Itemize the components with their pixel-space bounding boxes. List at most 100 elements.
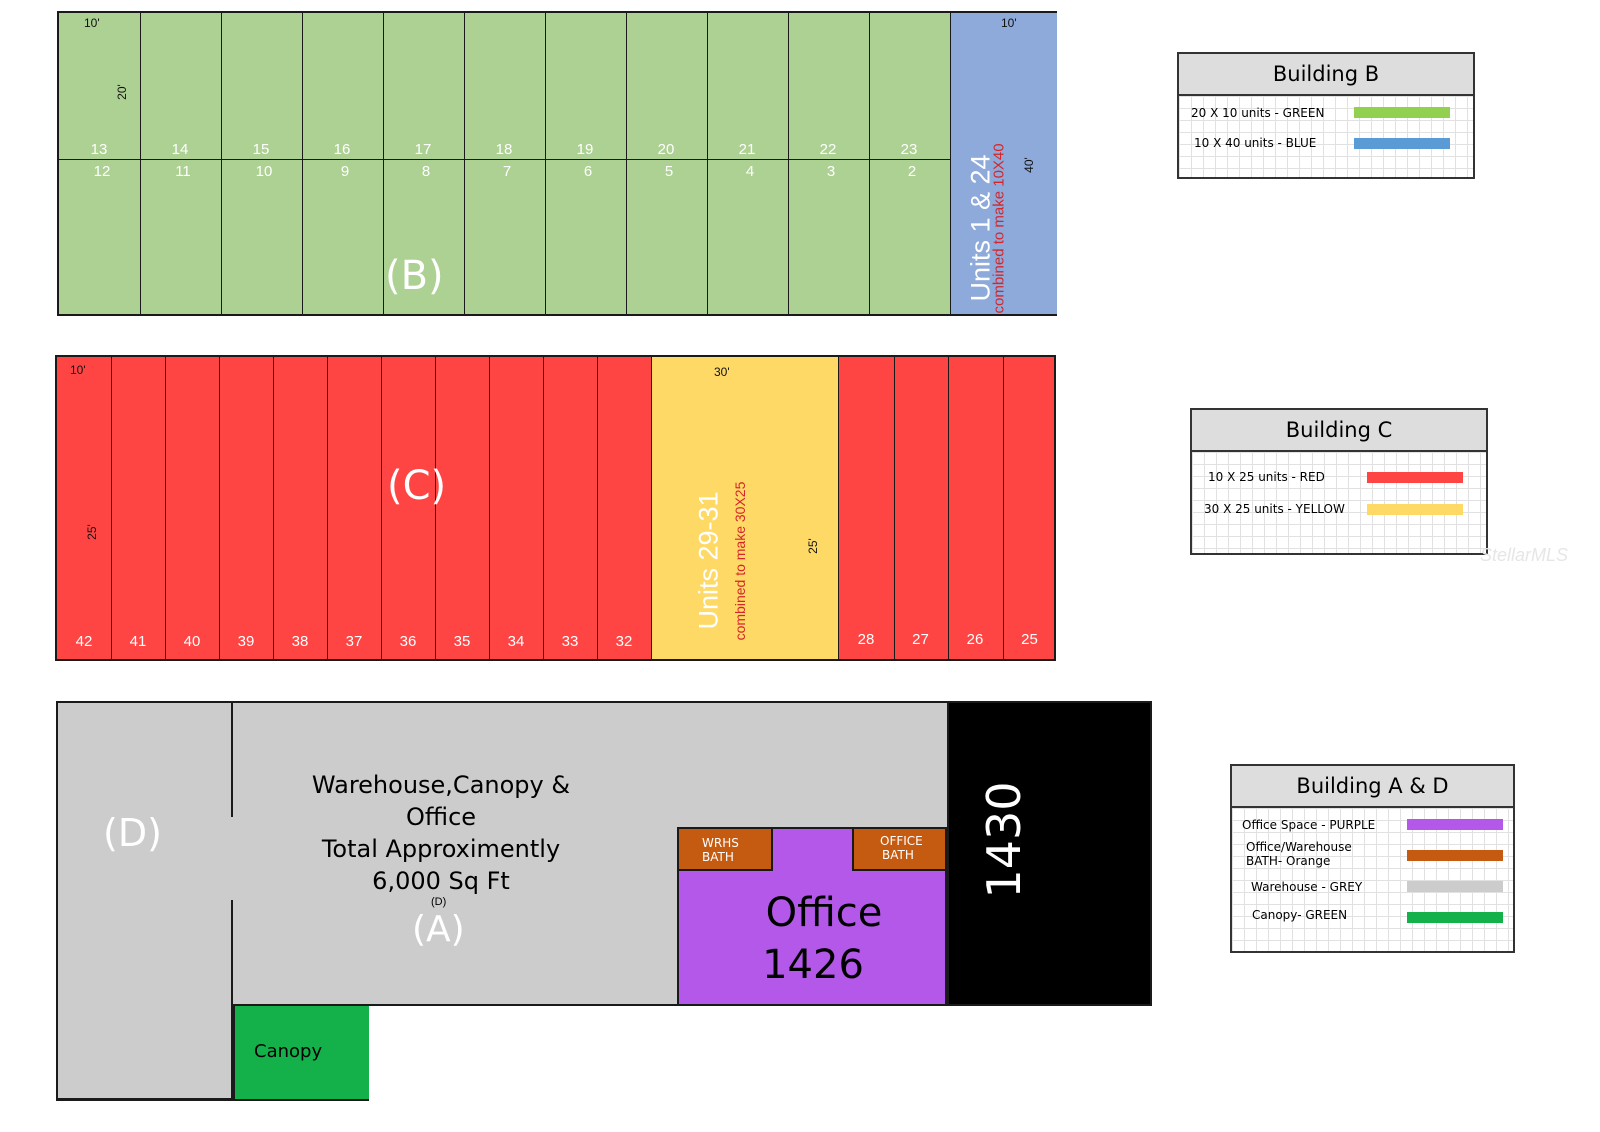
unit-number: 38 bbox=[291, 633, 309, 650]
legend-c-item-label: 10 X 25 units - RED bbox=[1208, 470, 1325, 484]
unit-1-24-blue: 10' 40' Units 1 & 24 combined to make 10… bbox=[950, 13, 1057, 314]
legend-b-title: Building B bbox=[1179, 54, 1473, 96]
unit-divider bbox=[464, 13, 465, 314]
legend-ad-grid bbox=[1232, 808, 1513, 951]
unit-divider bbox=[545, 13, 546, 314]
unit-divider bbox=[543, 357, 544, 659]
unit-number: 3 bbox=[826, 163, 836, 180]
unit-number: 12 bbox=[93, 163, 111, 180]
warehouse-line2: Office bbox=[405, 803, 477, 831]
watermark: StellarMLS bbox=[1480, 545, 1569, 565]
legend-c-swatch-red bbox=[1367, 472, 1463, 483]
unit-divider bbox=[597, 357, 598, 659]
unit-number: 19 bbox=[576, 141, 594, 158]
unit-divider bbox=[273, 357, 274, 659]
unit-number: 40 bbox=[183, 633, 201, 650]
wing-d bbox=[56, 701, 233, 1101]
c-width-dimension: 10' bbox=[70, 363, 86, 377]
unit-divider bbox=[707, 13, 708, 314]
unit-number: 6 bbox=[583, 163, 593, 180]
office-number: 1426 bbox=[762, 942, 864, 988]
unit-number: 8 bbox=[421, 163, 431, 180]
canopy: Canopy bbox=[233, 1006, 369, 1101]
unit-number: 35 bbox=[453, 633, 471, 650]
unit-number: 36 bbox=[399, 633, 417, 650]
unit-number: 33 bbox=[561, 633, 579, 650]
unit-divider bbox=[788, 13, 789, 314]
blue-depth-dimension: 40' bbox=[1021, 157, 1036, 173]
legend-b-swatch-green bbox=[1354, 107, 1450, 118]
unit-divider bbox=[489, 357, 490, 659]
unit-number: 5 bbox=[664, 163, 674, 180]
unit-number: 23 bbox=[900, 141, 918, 158]
blue-width-dimension: 10' bbox=[1001, 16, 1017, 30]
unit-number: 32 bbox=[615, 633, 633, 650]
yellow-unit-note: combined to make 30X25 bbox=[732, 481, 748, 641]
unit-number: 2 bbox=[907, 163, 917, 180]
building-b-label: (B) bbox=[385, 253, 444, 299]
unit-divider bbox=[948, 357, 949, 659]
unit-number: 11 bbox=[175, 163, 191, 180]
b-width-dimension: 10' bbox=[84, 16, 100, 30]
unit-divider bbox=[435, 357, 436, 659]
unit-number: 22 bbox=[819, 141, 837, 158]
unit-number: 21 bbox=[738, 141, 756, 158]
wrhs-bath-line2: BATH bbox=[702, 850, 734, 864]
legend-b-swatch-blue bbox=[1354, 138, 1450, 149]
unit-number: 41 bbox=[129, 633, 147, 650]
building-a-d: 1430 Office 1426 WRHS BATH OFFICE BATH C… bbox=[56, 701, 1152, 1101]
legend-ad-swatch-purple bbox=[1407, 819, 1503, 830]
unit-number: 25 bbox=[1021, 631, 1038, 648]
legend-c-grid bbox=[1192, 452, 1486, 553]
unit-divider bbox=[383, 13, 384, 314]
unit-number: 16 bbox=[333, 141, 351, 158]
unit-divider bbox=[381, 357, 382, 659]
yellow-unit-title: Units 29-31 bbox=[693, 491, 724, 630]
unit-divider bbox=[219, 357, 220, 659]
unit-number: 18 bbox=[495, 141, 513, 158]
unit-number: 20 bbox=[657, 141, 675, 158]
legend-ad-swatch-grey bbox=[1407, 881, 1503, 892]
c-depth-dimension: 25' bbox=[84, 524, 99, 540]
unit-number: 15 bbox=[252, 141, 270, 158]
unit-number: 27 bbox=[912, 631, 929, 648]
units-29-31-yellow: 30' 25' Units 29-31 combined to make 30X… bbox=[651, 357, 839, 659]
legend-c-title: Building C bbox=[1192, 410, 1486, 452]
yellow-depth-dimension: 25' bbox=[805, 538, 820, 554]
canopy-label: Canopy bbox=[254, 1041, 323, 1062]
building-a-label: (A) bbox=[412, 909, 465, 950]
building-c-label: (C) bbox=[387, 463, 447, 509]
unit-number: 7 bbox=[502, 163, 512, 180]
unit-number: 37 bbox=[345, 633, 363, 650]
unit-divider bbox=[893, 357, 895, 659]
office-title: Office 1426 bbox=[679, 887, 969, 991]
unit-number: 17 bbox=[414, 141, 432, 158]
unit-divider bbox=[327, 357, 328, 659]
b-depth-dimension: 20' bbox=[114, 84, 129, 100]
unit-number: 26 bbox=[966, 631, 984, 648]
office-bath: OFFICE BATH bbox=[852, 827, 947, 871]
unit-divider bbox=[111, 357, 112, 659]
building-b-divider bbox=[59, 159, 950, 160]
warehouse-line1: Warehouse,Canopy & bbox=[311, 771, 571, 799]
legend-c-swatch-yellow bbox=[1367, 504, 1463, 515]
legend-ad-item-label: Office Space - PURPLE bbox=[1242, 818, 1376, 832]
unit-divider bbox=[221, 13, 222, 314]
unit-divider bbox=[165, 357, 166, 659]
blue-unit-note: combined to make 10X40 bbox=[990, 143, 1008, 314]
legend-building-a-d: Building A & D Office Space - PURPLE Off… bbox=[1230, 764, 1515, 953]
legend-c-item-label: 30 X 25 units - YELLOW bbox=[1204, 502, 1345, 516]
yellow-width-dimension: 30' bbox=[714, 365, 730, 379]
office-bath-line2: BATH bbox=[882, 848, 914, 862]
unit-number: 9 bbox=[340, 163, 350, 180]
unit-divider bbox=[869, 13, 870, 314]
warehouse-line4: 6,000 Sq Ft bbox=[372, 867, 510, 895]
legend-ad-title: Building A & D bbox=[1232, 766, 1513, 808]
unit-number: 14 bbox=[171, 141, 189, 158]
unit-number: 39 bbox=[237, 633, 255, 650]
small-d-label: (D) bbox=[431, 896, 447, 908]
unit-number: 10 bbox=[255, 163, 273, 180]
building-d-label: (D) bbox=[103, 811, 162, 855]
interior-wall-lower bbox=[231, 900, 233, 1101]
